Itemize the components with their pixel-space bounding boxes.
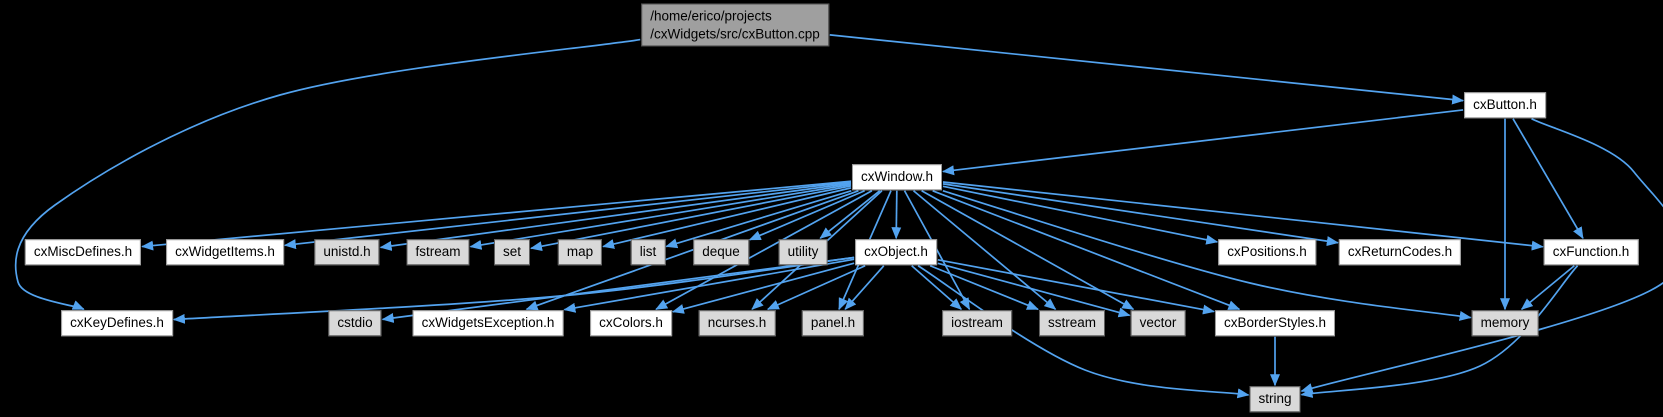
edge-cxwindow-to-vector <box>921 190 1135 310</box>
node-cxwindow[interactable]: cxWindow.h <box>851 164 943 190</box>
edge-cxwindow-to-cxobject <box>891 190 902 240</box>
edge-cxobject-to-vector <box>937 262 1131 318</box>
edge-cxwindow-to-utility <box>819 190 881 239</box>
node-map: map <box>557 239 603 265</box>
edge-cxobject-to-cxborderstyles <box>937 259 1215 315</box>
edge-cxwindow-to-list <box>665 189 852 249</box>
edge-cxwindow-to-cxpositions <box>942 185 1219 245</box>
edge-cxobject-to-cxcolors <box>671 262 855 314</box>
node-cxborderstyles[interactable]: cxBorderStyles.h <box>1214 310 1336 336</box>
edge-cpp-to-cxkeydefines <box>14 38 641 311</box>
node-memory: memory <box>1471 310 1539 336</box>
edge-cxwindow-to-unistd <box>379 182 852 251</box>
edge-cxbutton-to-string <box>1300 118 1663 393</box>
node-sstream: sstream <box>1038 310 1106 336</box>
edge-cxobject-to-cstdio <box>381 256 855 323</box>
node-utility: utility <box>778 239 828 265</box>
edge-cxwindow-to-cxfunction <box>942 181 1544 251</box>
edge-cxwindow-to-cxcolors <box>655 190 873 310</box>
edge-cxwindow-to-memory <box>942 189 1472 321</box>
node-set: set <box>493 239 531 265</box>
node-cxfunction[interactable]: cxFunction.h <box>1543 239 1639 265</box>
node-unistd: unistd.h <box>314 239 380 265</box>
node-cxbutton[interactable]: cxButton.h <box>1464 92 1546 118</box>
edge-cxwindow-to-cxwidgetsexception <box>525 189 859 311</box>
edge-cxwindow-to-cxwidgetitems <box>283 181 852 250</box>
edge-cxwindow-to-deque <box>748 189 866 241</box>
node-vector: vector <box>1130 310 1186 336</box>
node-cxobject[interactable]: cxObject.h <box>855 239 937 265</box>
node-string: string <box>1249 386 1301 412</box>
edge-cxwindow-to-cxreturncodes <box>942 183 1339 247</box>
edge-cxobject-to-ncurses <box>766 264 866 311</box>
node-ncurses: ncurses.h <box>698 310 776 336</box>
node-list: list <box>630 239 666 265</box>
node-cpp: /home/erico/projects /cxWidgets/src/cxBu… <box>641 3 829 47</box>
edge-cxwindow-to-map <box>602 187 852 249</box>
node-iostream: iostream <box>942 310 1012 336</box>
node-cxkeydefines[interactable]: cxKeyDefines.h <box>61 310 173 336</box>
edge-cxwindow-to-fstream <box>469 183 852 250</box>
edge-cxwindow-to-cxmiscdefines <box>141 180 852 251</box>
node-cstdio: cstdio <box>328 310 382 336</box>
node-deque: deque <box>693 239 749 265</box>
edge-cxwindow-to-iostream <box>903 190 971 311</box>
node-cxpositions[interactable]: cxPositions.h <box>1218 239 1316 265</box>
edge-cpp-to-cxbutton <box>829 34 1465 105</box>
node-cxwidgetsexception[interactable]: cxWidgetsException.h <box>412 310 564 336</box>
edge-cxobject-to-iostream <box>911 265 963 310</box>
node-cxreturncodes[interactable]: cxReturnCodes.h <box>1338 239 1462 265</box>
edge-cxbutton-to-cxwindow <box>942 109 1464 176</box>
edge-cxbutton-to-cxfunction <box>1512 118 1584 240</box>
node-cxmiscdefines[interactable]: cxMiscDefines.h <box>24 239 142 265</box>
edge-cxfunction-to-memory <box>1520 265 1575 310</box>
node-cxcolors[interactable]: cxColors.h <box>590 310 672 336</box>
node-cxwidgetitems[interactable]: cxWidgetItems.h <box>166 239 284 265</box>
edge-cxwindow-to-set <box>530 185 852 252</box>
edge-cxobject-to-string <box>917 265 1250 399</box>
edge-cxwindow-to-cxborderstyles <box>932 189 1241 311</box>
edge-cxobject-to-cxwidgetsexception <box>563 258 855 313</box>
node-panel: panel.h <box>801 310 865 336</box>
edge-cxobject-to-sstream <box>929 264 1039 311</box>
edge-cxobject-to-panel <box>844 265 885 310</box>
node-fstream: fstream <box>406 239 470 265</box>
edge-cxfunction-to-string <box>1300 265 1579 398</box>
